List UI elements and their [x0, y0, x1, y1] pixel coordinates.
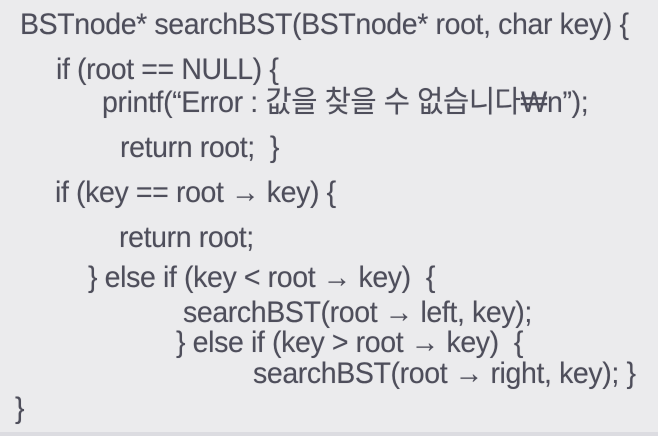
code-line-else-if-greater: } else if (key > root → key) {: [176, 326, 524, 359]
code-line-search-right: searchBST(root → right, key); }: [253, 357, 636, 390]
code-line-if-key-equal: if (key == root → key) {: [55, 176, 336, 209]
bottom-edge-shade: [0, 432, 658, 436]
code-line-else-if-less: } else if (key < root → key) {: [88, 261, 436, 294]
code-line-return-root: return root;: [119, 221, 254, 254]
code-line-return-root-close: return root; }: [120, 131, 280, 164]
code-line-printf-error: printf(“Error : 값을 찾을 수 없습니다₩n”);: [102, 86, 589, 119]
code-line-function-signature: BSTnode* searchBST(BSTnode* root, char k…: [20, 8, 629, 41]
code-line-if-null: if (root == NULL) {: [56, 53, 279, 86]
code-line-closing-brace: }: [15, 392, 25, 425]
code-line-search-left: searchBST(root → left, key);: [183, 296, 532, 329]
